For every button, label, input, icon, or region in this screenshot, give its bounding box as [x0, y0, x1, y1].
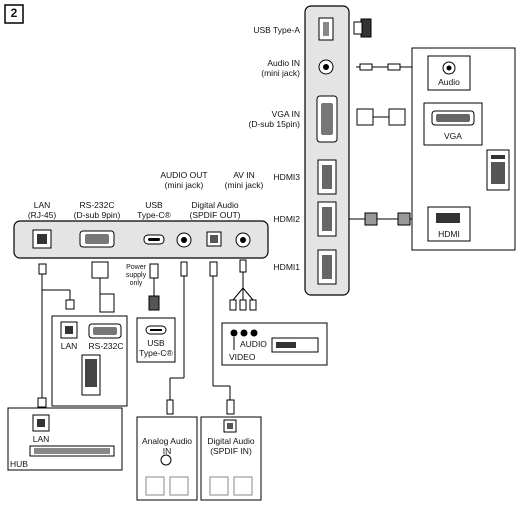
audio-out-sublabel: (mini jack) [164, 180, 204, 190]
digital-audio-label: Digital Audio [191, 200, 239, 210]
usb-type-a-label: USB Type-A [253, 25, 300, 35]
power-note-line3: only [129, 280, 143, 287]
hdmi-cable [349, 212, 412, 226]
pc-rs232c-label: RS-232C [88, 341, 124, 351]
usb-label: USB [145, 200, 163, 210]
usb-sublabel: Type-C® [137, 210, 171, 220]
digital-audio-in-sublabel: (SPDIF IN) [210, 446, 252, 456]
bottom-terminal-panel [13, 220, 269, 259]
av-in-sublabel: (mini jack) [224, 180, 264, 190]
vga-cable [356, 108, 406, 126]
av-audio-label: AUDIO [240, 339, 267, 349]
hdmi-out-box [427, 206, 471, 242]
av-cable [229, 259, 257, 311]
source-audio-label: Audio [438, 77, 460, 87]
hdmi1-label: HDMI1 [273, 262, 300, 272]
hub-device-box [7, 407, 123, 471]
figure-number: 2 [10, 6, 18, 20]
digital-audio-in-label: Digital Audio [207, 436, 255, 446]
rs232c-cable [91, 261, 115, 313]
lan-sublabel: (RJ-45) [27, 210, 57, 220]
right-terminal-panel [304, 5, 350, 296]
lan-cable [37, 263, 75, 408]
rs232c-label: RS-232C [79, 200, 115, 210]
pc-lan-label: LAN [60, 341, 78, 351]
usb-c-device-box [136, 317, 176, 363]
rs232c-sublabel: (D-sub 9pin) [73, 210, 121, 220]
analog-audio-sublabel: IN [162, 446, 172, 456]
source-hdmi-label: HDMI [438, 229, 460, 239]
audio-in-label: Audio IN [267, 58, 300, 68]
vga-in-label: VGA IN [271, 109, 300, 119]
hub-label: HUB [10, 459, 28, 469]
usb-c-cable [148, 263, 160, 311]
power-note-line1: Power [126, 264, 146, 271]
hdmi3-label: HDMI3 [273, 172, 300, 182]
usb-device-sublabel: Type-C® [139, 348, 173, 358]
av-in-label: AV IN [233, 170, 255, 180]
usb-device-label: USB [147, 338, 165, 348]
lan-label: LAN [33, 200, 51, 210]
analog-audio-label: Analog Audio [141, 436, 193, 446]
audio-out-cable [166, 261, 188, 415]
source-vga-label: VGA [444, 131, 462, 141]
spdif-cable [209, 261, 235, 415]
audio-in-sublabel: (mini jack) [261, 68, 300, 78]
digital-audio-sublabel: (SPDIF OUT) [189, 210, 241, 220]
audio-out-label: AUDIO OUT [160, 170, 208, 180]
hdmi2-label: HDMI2 [273, 214, 300, 224]
vga-in-sublabel: (D-sub 15pin) [248, 119, 301, 129]
audio-cable [356, 63, 412, 71]
source-device-frame [411, 47, 516, 251]
av-video-label: VIDEO [229, 352, 256, 362]
hub-lan-label: LAN [32, 434, 50, 444]
power-note-line2: supply [125, 272, 147, 279]
figure-number-box [4, 4, 24, 24]
